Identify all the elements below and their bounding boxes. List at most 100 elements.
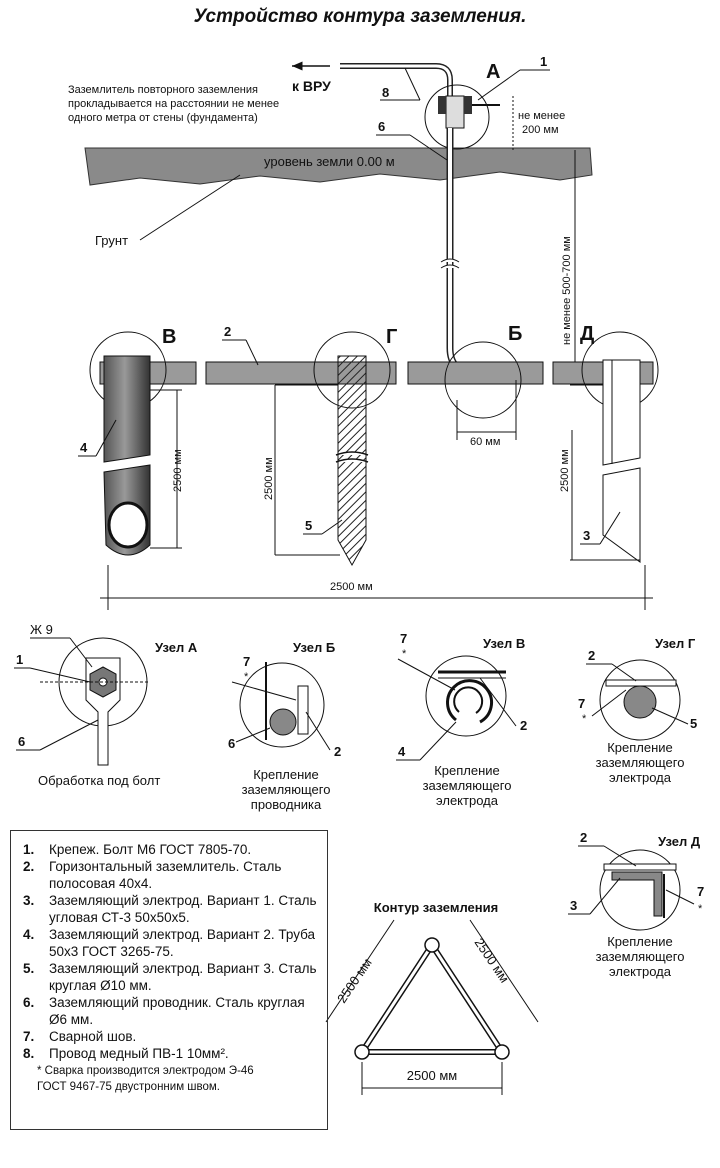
pipe-electrode-upper — [103, 355, 151, 463]
dim-60-label: 60 мм — [470, 436, 500, 448]
node-v-letter: В — [162, 326, 176, 348]
contour-side-left: 2500 мм — [334, 955, 375, 1005]
node-g-callout-5: 5 — [690, 716, 697, 731]
node-b-caption-1: Крепление — [253, 767, 319, 782]
node-v-caption-1: Крепление — [434, 763, 500, 778]
angle-electrode-lower — [602, 467, 641, 563]
copper-wire — [340, 63, 453, 98]
node-g-caption-1: Крепление — [607, 740, 673, 755]
node-d-caption-2: заземляющего — [596, 949, 685, 964]
node-d-caption-1: Крепление — [607, 934, 673, 949]
callout-6-top: 6 — [378, 119, 385, 134]
legend-item: 8.Провод медный ПВ-1 10мм². — [23, 1046, 229, 1061]
callout-8: 8 — [382, 85, 389, 100]
node-b-caption-2: заземляющего — [242, 782, 331, 797]
node-a-circle — [424, 84, 490, 150]
callout-1: 1 — [540, 54, 547, 69]
node-d-title: Узел Д — [658, 834, 701, 849]
note-line-2: прокладывается на расстоянии не менее — [68, 98, 279, 110]
legend-item: 6.Заземляющий проводник. Сталь круглая Ø… — [23, 995, 305, 1027]
node-v-pipe — [446, 679, 494, 724]
bolt-plate — [445, 95, 465, 129]
node-v-callout-4: 4 — [398, 744, 406, 759]
contour-triangle — [354, 937, 510, 1060]
node-b-caption-3: проводника — [251, 797, 322, 812]
ground-level-label: уровень земли 0.00 м — [264, 154, 395, 169]
dim-200-line1: не менее — [518, 110, 565, 122]
node-b-title: Узел Б — [293, 640, 335, 655]
callout-2-strip: 2 — [224, 324, 231, 339]
node-b-callout-6: 6 — [228, 736, 235, 751]
note-line-1: Заземлитель повторного заземления — [68, 84, 258, 96]
legend-footnote-2: ГОСТ 9467-75 двустронним швом. — [37, 1081, 220, 1093]
dim-g-2500: 2500 мм — [263, 457, 275, 500]
legend-item: 3.Заземляющий электрод. Вариант 1. Сталь… — [23, 893, 317, 925]
node-d-letter: Д — [580, 323, 594, 345]
legend-item: 5.Заземляющий электрод. Вариант 3. Сталь… — [23, 961, 317, 993]
node-a-callout-6: 6 — [18, 734, 25, 749]
node-g-letter: Г — [386, 326, 397, 348]
to-vru-label: к ВРУ — [292, 78, 331, 94]
node-v-callout-7: 7 — [400, 631, 407, 646]
legend-item: 4.Заземляющий электрод. Вариант 2. Труба… — [23, 927, 316, 959]
node-v-caption-2: заземляющего — [423, 778, 512, 793]
node-a-callout-1: 1 — [16, 652, 23, 667]
dim-total-label: 2500 мм — [330, 581, 373, 593]
legend-item: 1.Крепеж. Болт М6 ГОСТ 7805-70. — [23, 842, 252, 857]
contour-side-right: 2500 мм — [472, 935, 513, 985]
horizontal-strip — [99, 361, 654, 385]
node-g-callout-2: 2 — [588, 648, 595, 663]
soil-leader — [139, 174, 241, 241]
node-b-circle — [444, 341, 522, 419]
callout-3-main: 3 — [583, 528, 590, 543]
node-b-callout-7: 7 — [243, 654, 250, 669]
node-v-callout-2: 2 — [520, 718, 527, 733]
legend-item: 2.Горизонтальный заземлитель. Сталь поло… — [23, 859, 282, 891]
node-d-angle — [611, 871, 663, 917]
node-d-callout-2: 2 — [580, 830, 587, 845]
bolt-diameter-label: Ж 9 — [30, 622, 53, 637]
depth-label: не менее 500-700 мм — [561, 236, 573, 345]
legend-footnote-1: * Сварка производится электродом Э-46 — [37, 1065, 254, 1077]
node-v-caption-3: электрода — [436, 793, 499, 808]
legend-box: 1.Крепеж. Болт М6 ГОСТ 7805-70. 2.Горизо… — [10, 830, 328, 1130]
dim-d-2500: 2500 мм — [559, 449, 571, 492]
node-g-callout-7: 7 — [578, 696, 585, 711]
node-a-title: Узел А — [155, 640, 198, 655]
node-d-strip — [603, 863, 677, 871]
conductor-break — [440, 258, 460, 269]
node-b-callout-2: 2 — [334, 744, 341, 759]
node-g-caption-3: электрода — [609, 770, 672, 785]
contour-side-bottom: 2500 мм — [407, 1068, 457, 1083]
callout-4-main: 4 — [80, 440, 88, 455]
legend-item: 7.Сварной шов. — [23, 1029, 137, 1044]
contour-title: Контур заземления — [374, 900, 498, 915]
node-v-title: Узел В — [483, 636, 525, 651]
node-b-rod — [269, 708, 297, 736]
node-g-caption-2: заземляющего — [596, 755, 685, 770]
callout-5-main: 5 — [305, 518, 312, 533]
svg-text:*: * — [582, 713, 587, 725]
node-b-letter: Б — [508, 323, 522, 345]
dim-200-line2: 200 мм — [522, 124, 559, 136]
svg-text:*: * — [698, 903, 703, 915]
node-g-title: Узел Г — [655, 636, 696, 651]
node-g-strip — [605, 679, 677, 687]
node-d-callout-3: 3 — [570, 898, 577, 913]
svg-text:*: * — [244, 671, 249, 683]
node-b-strip — [297, 685, 309, 735]
node-g-rod — [623, 685, 657, 719]
soil-label: Грунт — [95, 233, 128, 248]
node-a-caption: Обработка под болт — [38, 773, 160, 788]
node-d-caption-3: электрода — [609, 964, 672, 979]
soil-band — [84, 147, 593, 186]
dim-v-2500: 2500 мм — [172, 449, 184, 492]
node-a-letter: А — [486, 61, 500, 83]
node-d-callout-7: 7 — [697, 884, 704, 899]
note-line-3: одного метра от стены (фундамента) — [68, 112, 258, 124]
page-title: Устройство контура заземления. — [194, 6, 527, 27]
angle-electrode-upper — [602, 359, 641, 466]
svg-text:*: * — [402, 648, 407, 660]
